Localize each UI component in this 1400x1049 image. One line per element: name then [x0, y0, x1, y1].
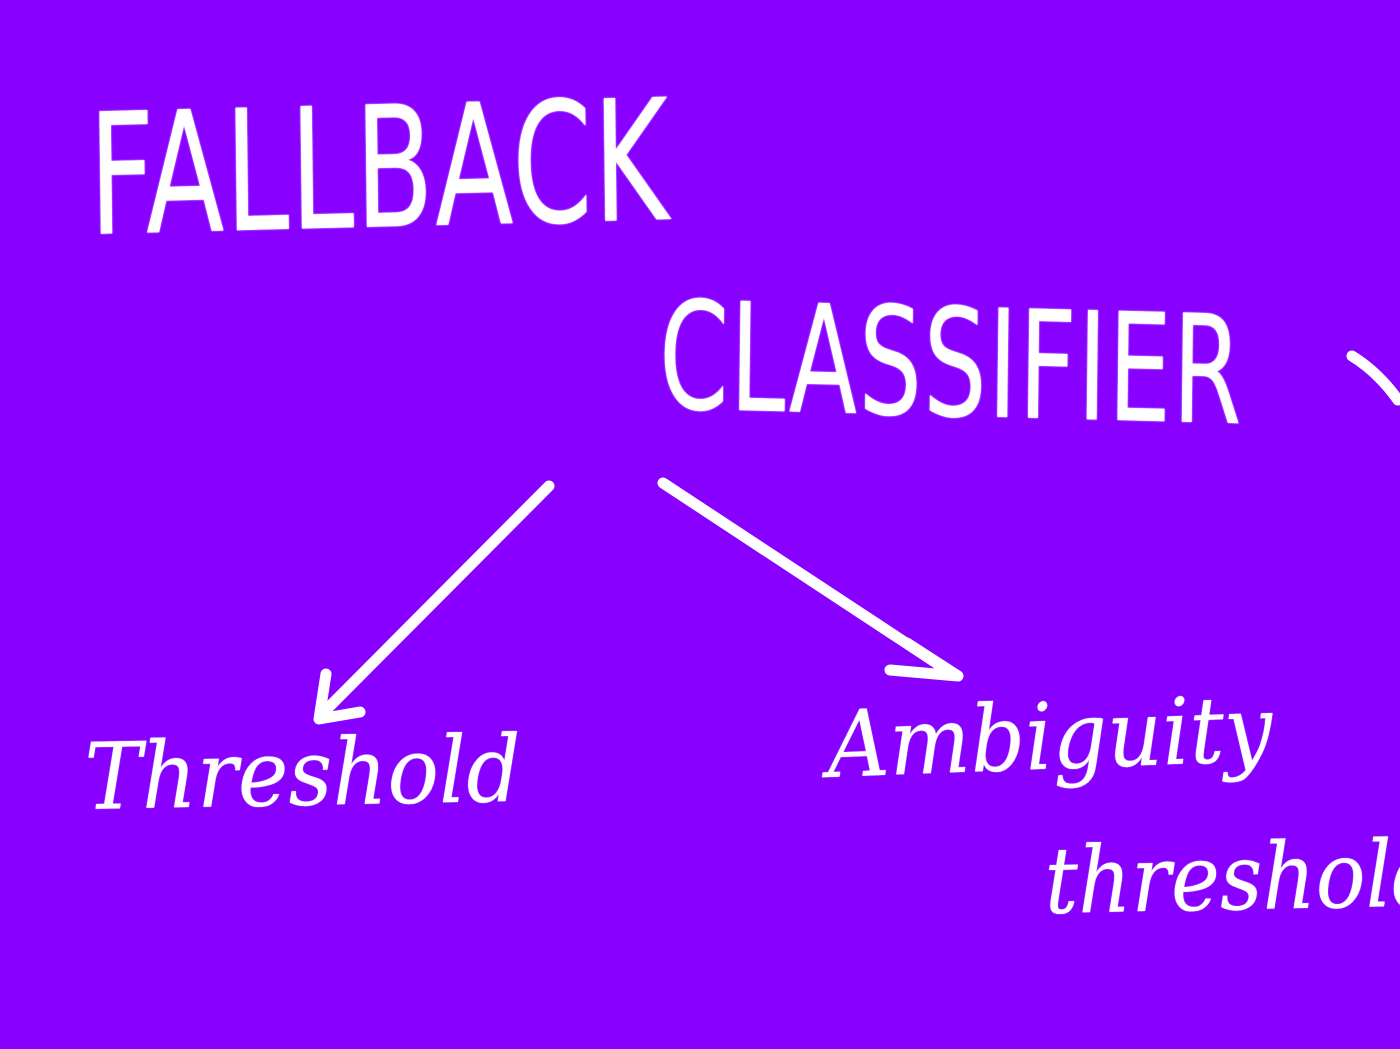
branch-ambiguity-label-line-2: threshold: [1043, 820, 1400, 935]
arrow-left-shaft: [318, 480, 555, 718]
title-line-1: FALLBACK: [87, 63, 671, 274]
title-line-2: CLASSIFIER: [658, 270, 1245, 460]
arrow-right-head: [884, 637, 964, 682]
arrow-left-head: [313, 668, 366, 725]
branch-threshold-label: Threshold: [83, 715, 522, 831]
branch-ambiguity-label-line-1: Ambiguity: [825, 675, 1274, 799]
title-flourish: [1346, 350, 1400, 406]
